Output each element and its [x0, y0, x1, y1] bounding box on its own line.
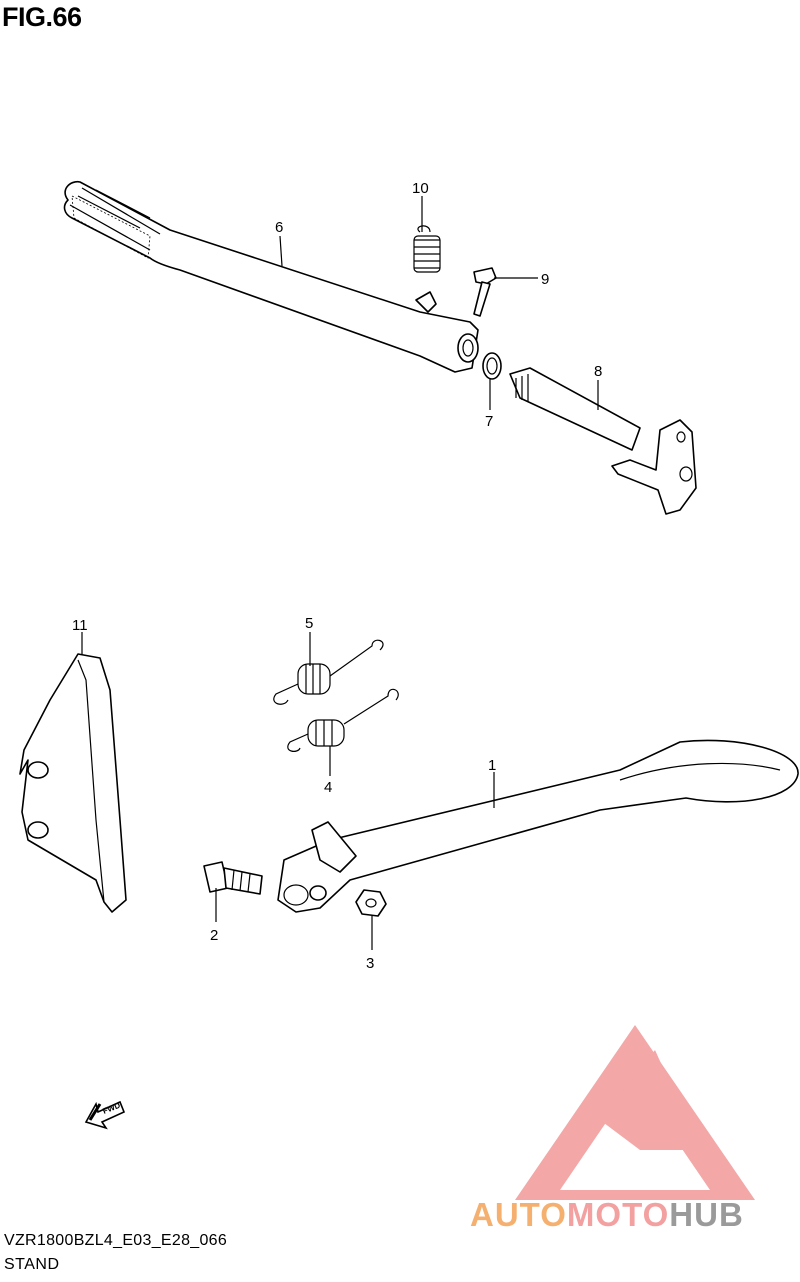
part-2-pivot-bolt — [203, 861, 263, 895]
callout-2: 2 — [210, 927, 218, 944]
callout-9: 9 — [541, 271, 549, 288]
callout-7: 7 — [485, 413, 493, 430]
watermark-text: AUTOMOTOHUB — [470, 1196, 744, 1234]
watermark-hub: HUB — [669, 1196, 744, 1233]
part-1-side-stand — [277, 739, 799, 913]
part-3-nut — [355, 889, 387, 917]
callout-1: 1 — [488, 757, 496, 774]
watermark-auto: AUTO — [470, 1196, 567, 1233]
watermark-moto: MOTO — [566, 1196, 670, 1233]
part-4-spring — [287, 688, 399, 752]
callout-6: 6 — [275, 219, 283, 236]
part-8-shaft — [509, 367, 697, 515]
watermark-logo — [515, 1025, 755, 1200]
figure-name: STAND — [4, 1256, 60, 1273]
part-7-washer — [482, 352, 502, 380]
callout-10: 10 — [412, 180, 429, 197]
callout-8: 8 — [594, 363, 602, 380]
part-11-bracket — [19, 653, 127, 913]
figure-title: FIG.66 — [2, 2, 82, 32]
leader-lines — [81, 196, 599, 950]
callout-5: 5 — [305, 615, 313, 632]
figure-code: VZR1800BZL4_E03_E28_066 — [4, 1232, 228, 1249]
part-10-spring — [413, 225, 441, 273]
fwd-arrow-icon: FWD — [84, 1101, 126, 1130]
part-9-bolt — [473, 267, 497, 317]
callout-labels: 1 2 3 4 5 6 7 8 9 10 11 — [72, 180, 602, 972]
part-5-spring — [273, 639, 384, 705]
part-6-stand-arm — [63, 180, 479, 373]
callout-11: 11 — [72, 617, 88, 634]
callout-4: 4 — [324, 779, 332, 796]
callout-3: 3 — [366, 955, 374, 972]
